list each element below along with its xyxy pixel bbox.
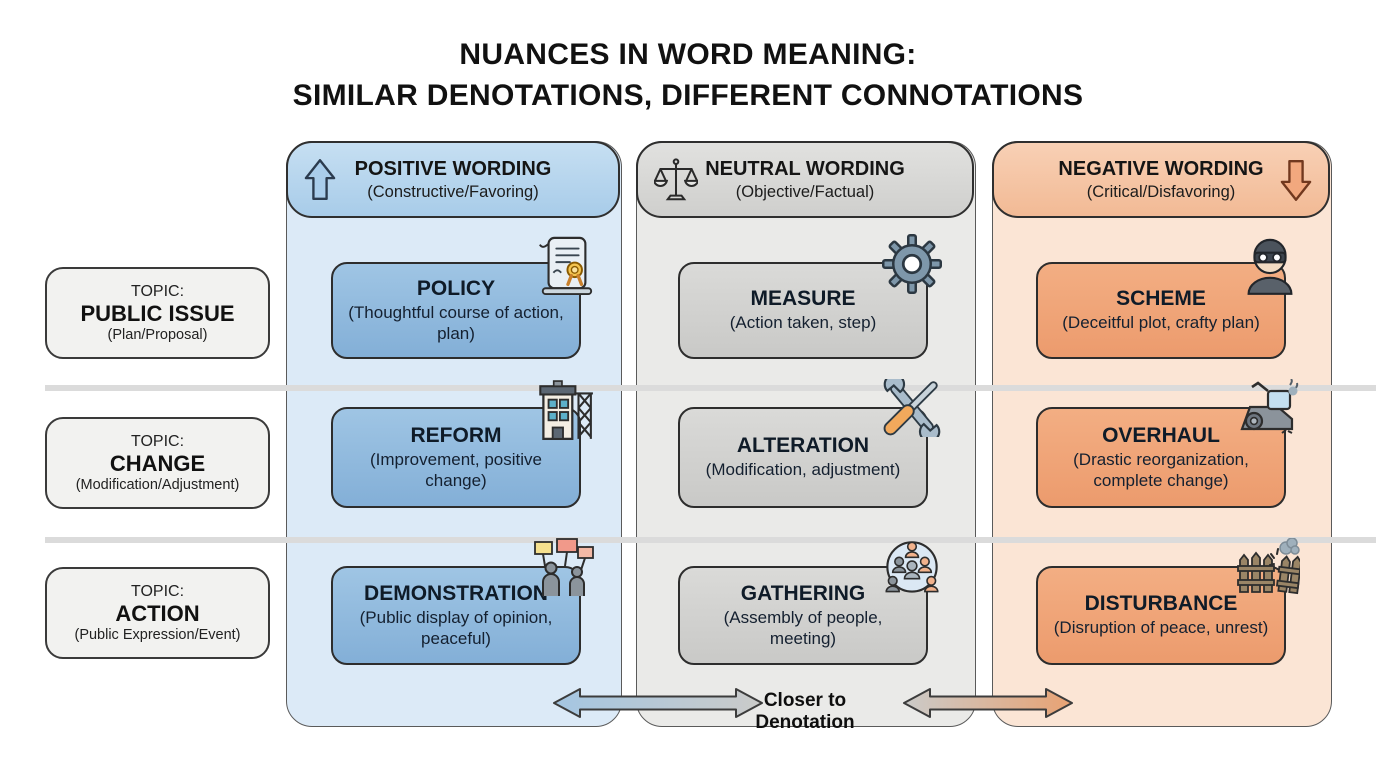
topic-name: PUBLIC ISSUE xyxy=(80,300,235,326)
word-meaning: (Public display of opinion, peaceful) xyxy=(359,607,553,648)
topic-box-public-issue: TOPIC: PUBLIC ISSUE (Plan/Proposal) xyxy=(45,267,270,359)
row-divider-1 xyxy=(45,385,1376,391)
word-meaning: (Disruption of peace, unrest) xyxy=(1053,618,1269,638)
column-header-sublabel: (Constructive/Favoring) xyxy=(367,182,539,201)
burglar-icon xyxy=(1240,234,1300,296)
column-header-label: NEGATIVE WORDING xyxy=(1058,157,1264,180)
word-card-disturbance: DISTURBANCE (Disruption of peace, unrest… xyxy=(1036,538,1300,665)
word-label: OVERHAUL xyxy=(1102,423,1220,447)
gear-icon xyxy=(882,234,942,294)
word-label: DISTURBANCE xyxy=(1084,592,1238,616)
denotation-arrow-left-icon xyxy=(552,686,764,720)
topic-box-change: TOPIC: CHANGE (Modification/Adjustment) xyxy=(45,417,270,509)
arrow-up-icon xyxy=(304,158,336,202)
word-label: MEASURE xyxy=(750,287,856,311)
word-meaning: (Action taken, step) xyxy=(729,313,877,333)
crowd-circle-icon xyxy=(882,538,942,598)
scroll-certificate-icon xyxy=(537,234,595,296)
word-label: REFORM xyxy=(410,423,502,447)
title-line-2: SIMILAR DENOTATIONS, DIFFERENT CONNOTATI… xyxy=(292,79,1084,113)
word-meaning: (Assembly of people, meeting) xyxy=(723,607,883,648)
topic-prefix: TOPIC: xyxy=(130,282,185,300)
word-label: DEMONSTRATION xyxy=(364,581,548,605)
column-header-label: NEUTRAL WORDING xyxy=(705,157,905,180)
arrow-down-icon xyxy=(1280,158,1312,202)
word-meaning: (Improvement, positive change) xyxy=(370,449,542,490)
topic-name: ACTION xyxy=(115,600,200,626)
word-card-policy: POLICY (Thoughtful course of action, pla… xyxy=(331,236,593,359)
word-card-reform: REFORM (Improvement, positive change) xyxy=(331,380,593,508)
topic-box-action: TOPIC: ACTION (Public Expression/Event) xyxy=(45,567,270,659)
topic-name: CHANGE xyxy=(109,450,206,476)
word-meaning: (Thoughtful course of action, plan) xyxy=(348,302,564,343)
denotation-axis-label: Closer to Denotation xyxy=(755,690,855,733)
word-meaning: (Modification, adjustment) xyxy=(705,460,901,480)
word-card-measure: MEASURE (Action taken, step) xyxy=(678,234,942,359)
column-header-sublabel: (Objective/Factual) xyxy=(735,182,875,201)
row-divider-2 xyxy=(45,537,1376,543)
word-card-scheme: SCHEME (Deceitful plot, crafty plan) xyxy=(1036,238,1293,359)
topic-prefix: TOPIC: xyxy=(130,582,185,600)
broken-fence-icon xyxy=(1234,538,1300,598)
topic-sublabel: (Plan/Proposal) xyxy=(107,327,208,344)
column-header-label: POSITIVE WORDING xyxy=(354,157,552,180)
crossed-tools-icon xyxy=(882,379,942,437)
column-header-negative: NEGATIVE WORDING (Critical/Disfavoring) xyxy=(992,141,1330,218)
word-meaning: (Deceitful plot, crafty plan) xyxy=(1062,313,1260,333)
word-meaning: (Drastic reorganization, complete change… xyxy=(1073,449,1249,490)
building-construction-icon xyxy=(531,379,595,443)
topic-prefix: TOPIC: xyxy=(130,432,185,450)
word-card-alteration: ALTERATION (Modification, adjustment) xyxy=(678,379,941,508)
topic-sublabel: (Public Expression/Event) xyxy=(74,627,241,644)
topic-sublabel: (Modification/Adjustment) xyxy=(75,477,240,494)
broken-machine-icon xyxy=(1234,379,1300,437)
word-card-demonstration: DEMONSTRATION (Public display of opinion… xyxy=(331,538,594,665)
column-header-positive: POSITIVE WORDING (Constructive/Favoring) xyxy=(286,141,620,218)
word-label: SCHEME xyxy=(1116,287,1206,311)
word-label: ALTERATION xyxy=(736,434,870,458)
word-label: POLICY xyxy=(416,276,496,300)
protesters-icon xyxy=(529,538,595,600)
scales-icon xyxy=(654,157,698,203)
word-card-gathering: GATHERING (Assembly of people, meeting) xyxy=(678,541,939,665)
column-header-neutral: NEUTRAL WORDING (Objective/Factual) xyxy=(636,141,974,218)
column-header-sublabel: (Critical/Disfavoring) xyxy=(1086,182,1236,201)
diagram-title: NUANCES IN WORD MEANING: SIMILAR DENOTAT… xyxy=(0,34,1376,117)
word-label: GATHERING xyxy=(740,581,866,605)
word-card-overhaul: ALTERATION OVERHAUL (Drastic reorganizat… xyxy=(1036,379,1299,508)
denotation-arrow-right-icon xyxy=(902,686,1074,720)
title-line-1: NUANCES IN WORD MEANING: xyxy=(459,38,917,71)
